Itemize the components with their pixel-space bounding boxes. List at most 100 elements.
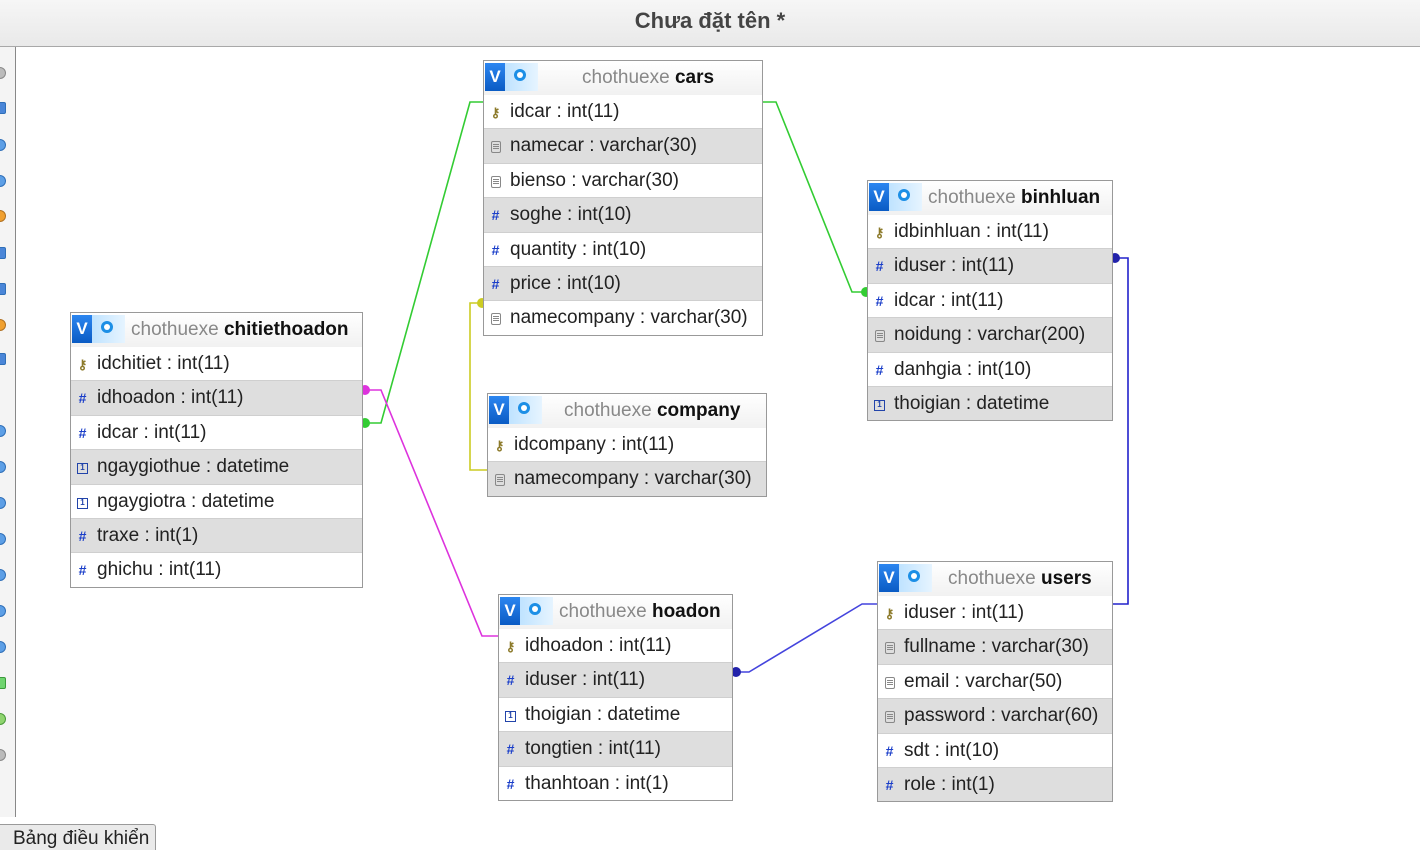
toggle-icon[interactable] bbox=[0, 425, 6, 437]
primary-key-icon bbox=[490, 107, 501, 118]
field-label: price : int(10) bbox=[510, 272, 621, 294]
toggle-icon[interactable] bbox=[0, 641, 6, 653]
row-divider bbox=[71, 552, 362, 554]
zoom-icon[interactable] bbox=[0, 67, 6, 79]
page-icon[interactable] bbox=[0, 353, 6, 365]
field-row[interactable]: thoigian : datetime bbox=[868, 386, 1112, 421]
number-field-icon bbox=[505, 675, 516, 686]
select-icon[interactable] bbox=[0, 102, 6, 114]
field-label: ngaygiotra : datetime bbox=[97, 490, 275, 512]
field-label: namecar : varchar(30) bbox=[510, 135, 697, 157]
window-title: Chưa đặt tên * bbox=[634, 8, 786, 33]
field-row[interactable]: idcar : int(11) bbox=[484, 95, 762, 128]
table-chitiethoadon[interactable]: V chothuexe chitiethoadon idchitiet : in… bbox=[70, 312, 363, 588]
gear-icon[interactable] bbox=[520, 597, 553, 625]
toggle-columns-icon[interactable]: V bbox=[72, 315, 92, 343]
add-relation-icon[interactable] bbox=[0, 175, 6, 187]
gear-icon[interactable] bbox=[509, 396, 542, 424]
table-company[interactable]: V chothuexe company idcompany : int(11)n… bbox=[487, 393, 767, 497]
field-row[interactable]: soghe : int(10) bbox=[484, 198, 762, 232]
field-row[interactable]: namecar : varchar(30) bbox=[484, 129, 762, 163]
number-field-icon bbox=[874, 365, 885, 376]
table-icon[interactable] bbox=[0, 247, 6, 259]
field-row[interactable]: tongtien : int(11) bbox=[499, 732, 732, 766]
table-header[interactable]: V chothuexe users bbox=[878, 562, 1112, 596]
number-field-icon bbox=[77, 565, 88, 576]
field-row[interactable]: iduser : int(11) bbox=[868, 249, 1112, 283]
field-row[interactable]: email : varchar(50) bbox=[878, 665, 1112, 698]
table-cars[interactable]: V chothuexe cars idcar : int(11) namecar … bbox=[483, 60, 763, 336]
field-row[interactable]: iduser : int(11) bbox=[878, 596, 1112, 629]
field-row[interactable]: traxe : int(1) bbox=[71, 518, 362, 553]
field-row[interactable]: password : varchar(60) bbox=[878, 699, 1112, 733]
gear-icon[interactable] bbox=[899, 564, 932, 592]
toggle-columns-icon[interactable]: V bbox=[489, 396, 509, 424]
table-hoadon[interactable]: V chothuexe hoadon idhoadon : int(11)idu… bbox=[498, 594, 733, 801]
row-divider bbox=[488, 461, 766, 463]
toggle-columns-icon[interactable]: V bbox=[869, 183, 889, 211]
gear-icon[interactable] bbox=[505, 63, 538, 91]
number-field-icon bbox=[490, 245, 501, 256]
table-header[interactable]: V chothuexe company bbox=[488, 394, 766, 428]
refresh-icon[interactable] bbox=[0, 713, 6, 725]
field-row[interactable]: ghichu : int(11) bbox=[71, 553, 362, 586]
field-label: danhgia : int(10) bbox=[894, 358, 1032, 380]
table-header[interactable]: V chothuexe cars bbox=[484, 61, 762, 95]
console-tab[interactable]: Bảng điều khiển bbox=[0, 824, 157, 850]
field-row[interactable]: sdt : int(10) bbox=[878, 734, 1112, 767]
field-row[interactable]: ngaygiotra : datetime bbox=[71, 485, 362, 518]
field-label: idcar : int(11) bbox=[510, 101, 620, 122]
table-header[interactable]: V chothuexe hoadon bbox=[499, 595, 732, 629]
field-row[interactable]: idcar : int(11) bbox=[868, 284, 1112, 317]
field-row[interactable]: quantity : int(10) bbox=[484, 233, 762, 266]
field-row[interactable]: idhoadon : int(11) bbox=[71, 381, 362, 415]
table-title: chothuexe binhluan bbox=[928, 187, 1101, 208]
field-row[interactable]: fullname : varchar(30) bbox=[878, 630, 1112, 664]
field-row[interactable]: price : int(10) bbox=[484, 266, 762, 301]
field-label: iduser : int(11) bbox=[904, 602, 1025, 623]
toggle-columns-icon[interactable]: V bbox=[485, 63, 505, 91]
field-row[interactable]: namecompany : varchar(30) bbox=[484, 301, 762, 334]
field-row[interactable]: thoigian : datetime bbox=[499, 698, 732, 731]
field-row[interactable]: namecompany : varchar(30) bbox=[488, 462, 766, 496]
toggle-columns-icon[interactable]: V bbox=[879, 564, 899, 592]
field-label: ghichu : int(11) bbox=[97, 559, 222, 581]
field-row[interactable]: role : int(1) bbox=[878, 767, 1112, 802]
field-label: idbinhluan : int(11) bbox=[894, 221, 1049, 242]
table-title: chothuexe cars bbox=[582, 67, 715, 88]
help-icon[interactable] bbox=[0, 749, 6, 761]
field-row[interactable]: idcar : int(11) bbox=[71, 416, 362, 449]
add-table-icon[interactable] bbox=[0, 139, 6, 151]
table-header[interactable]: V chothuexe chitiethoadon bbox=[71, 313, 362, 347]
toggle-icon[interactable] bbox=[0, 497, 6, 509]
table-binhluan[interactable]: V chothuexe binhluan idbinhluan : int(11… bbox=[867, 180, 1113, 422]
field-row[interactable]: thanhtoan : int(1) bbox=[499, 767, 732, 800]
field-row[interactable]: bienso : varchar(30) bbox=[484, 164, 762, 197]
field-row[interactable]: idhoadon : int(11) bbox=[499, 629, 732, 662]
text-field-icon bbox=[495, 474, 505, 487]
field-row[interactable]: iduser : int(11) bbox=[499, 663, 732, 697]
field-row[interactable]: ngaygiothue : datetime bbox=[71, 450, 362, 484]
field-row[interactable]: danhgia : int(10) bbox=[868, 353, 1112, 386]
edit-icon[interactable] bbox=[0, 210, 6, 222]
save-icon[interactable] bbox=[0, 283, 6, 295]
export-icon[interactable] bbox=[0, 319, 6, 331]
table-title: chothuexe company bbox=[564, 400, 741, 421]
gear-icon[interactable] bbox=[889, 183, 922, 211]
table-users[interactable]: V chothuexe users iduser : int(11) fullna… bbox=[877, 561, 1113, 803]
number-field-icon bbox=[505, 744, 516, 755]
toggle-icon[interactable] bbox=[0, 533, 6, 545]
active-tool-icon[interactable] bbox=[0, 677, 6, 689]
toggle-icon[interactable] bbox=[0, 461, 6, 473]
field-row[interactable]: idbinhluan : int(11) bbox=[868, 215, 1112, 248]
field-row[interactable]: idchitiet : int(11) bbox=[71, 347, 362, 380]
field-row[interactable]: noidung : varchar(200) bbox=[868, 318, 1112, 352]
relation-line-binhluan-users bbox=[1113, 257, 1129, 605]
table-header[interactable]: V chothuexe binhluan bbox=[868, 181, 1112, 215]
gear-icon[interactable] bbox=[92, 315, 125, 343]
field-label: password : varchar(60) bbox=[904, 705, 1099, 727]
toggle-icon[interactable] bbox=[0, 605, 6, 617]
field-row[interactable]: idcompany : int(11) bbox=[488, 428, 766, 461]
toggle-columns-icon[interactable]: V bbox=[500, 597, 520, 625]
toggle-icon[interactable] bbox=[0, 569, 6, 581]
